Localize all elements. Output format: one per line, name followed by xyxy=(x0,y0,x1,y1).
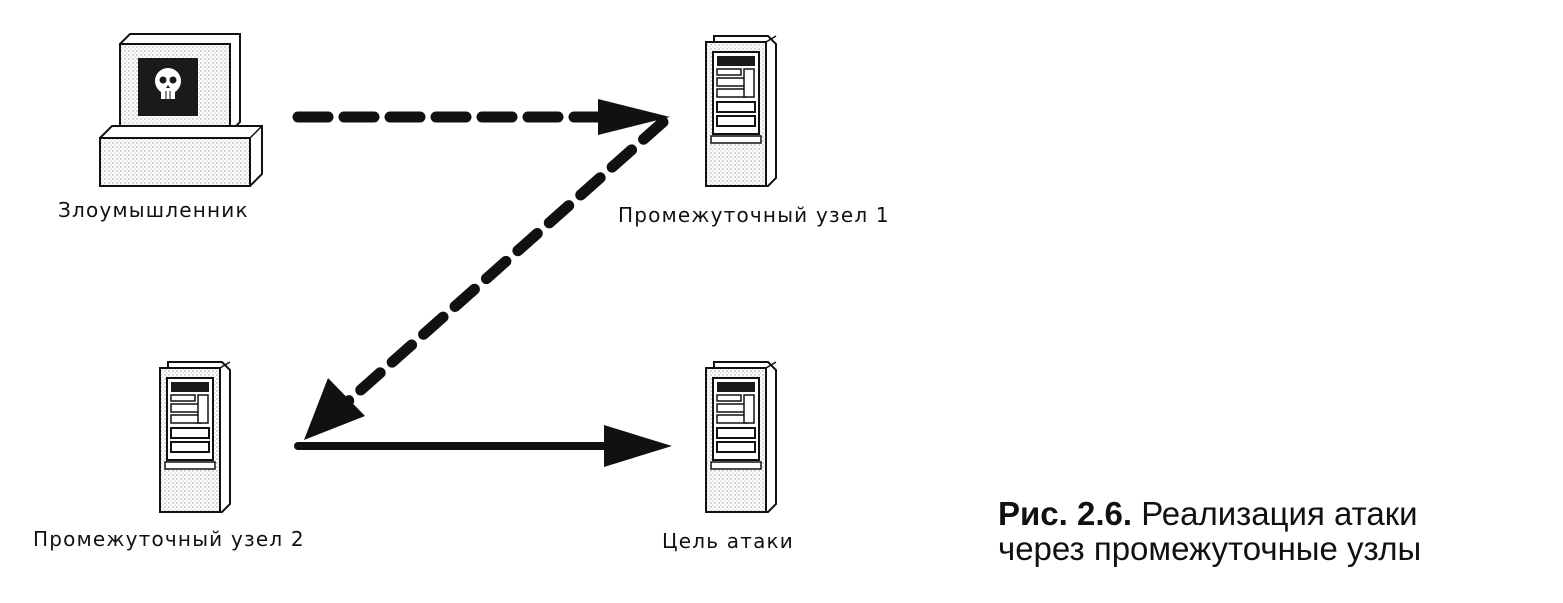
figure-caption: Рис. 2.6. Реализация атаки через промежу… xyxy=(998,496,1421,566)
relay2-label: Промежуточный узел 2 xyxy=(33,527,305,551)
relay2-server-icon xyxy=(159,361,231,513)
edge-relay1-to-relay2 xyxy=(304,116,669,440)
attacker-computer-skull-icon xyxy=(99,33,263,187)
caption-number: Рис. 2.6. xyxy=(998,495,1133,532)
relay1-server-icon xyxy=(705,35,777,187)
edge-attacker-to-relay1 xyxy=(292,99,670,135)
target-label: Цель атаки xyxy=(662,529,794,553)
target-server-icon xyxy=(705,361,777,513)
caption-title: Реализация атаки xyxy=(1141,495,1418,532)
caption-line-2: через промежуточные узлы xyxy=(998,530,1422,567)
edge-relay2-to-target xyxy=(294,425,672,467)
caption-line-1: Рис. 2.6. Реализация атаки xyxy=(998,496,1421,531)
attacker-label: Злоумышленник xyxy=(58,198,249,222)
relay1-label: Промежуточный узел 1 xyxy=(618,203,890,227)
